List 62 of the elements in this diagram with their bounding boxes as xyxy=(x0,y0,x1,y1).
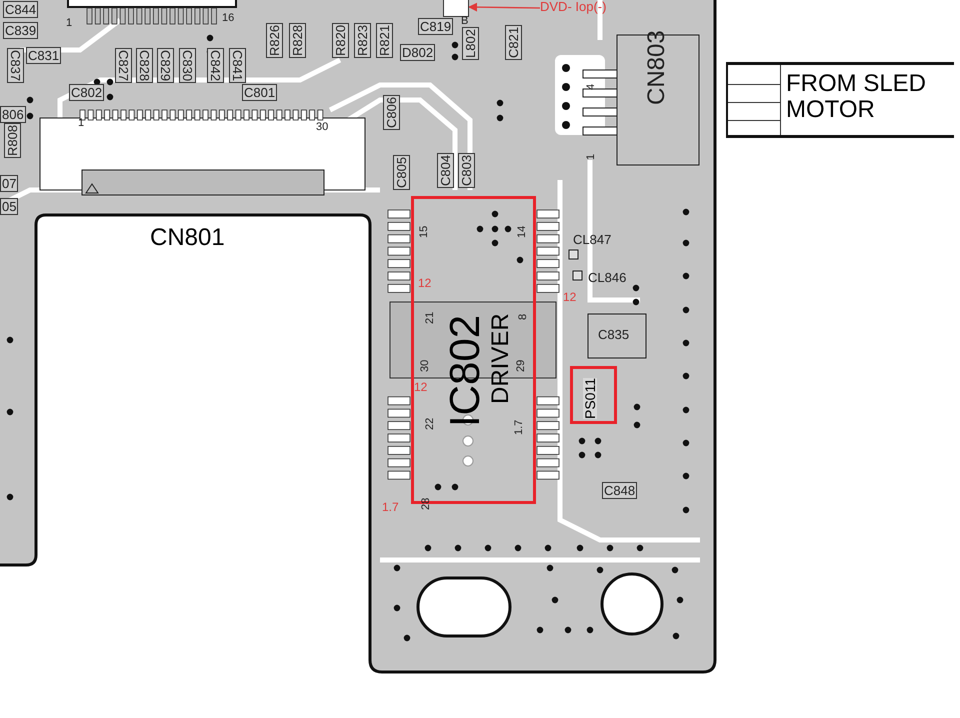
component-label: C828 xyxy=(136,48,153,84)
signal-label: DVD- Iop(-) xyxy=(540,0,700,16)
pin-number: 1 xyxy=(586,154,597,160)
connector-label: CN801 xyxy=(150,224,260,254)
component-label: C827 xyxy=(115,48,132,84)
component-label: C837 xyxy=(7,48,24,84)
voltage-label: 1.7 xyxy=(382,501,399,513)
component-label: C819 xyxy=(418,18,454,35)
voltage-label: 12 xyxy=(414,381,428,393)
pin-number: 16 xyxy=(222,13,234,24)
component-label: C801 xyxy=(242,84,278,101)
component-label: C830 xyxy=(179,48,196,84)
pin-number: 30 xyxy=(420,360,431,372)
component-label: L802 xyxy=(462,27,479,60)
component-label: C821 xyxy=(505,24,522,60)
component-label: C806 xyxy=(383,94,400,130)
pin-number: 1.7 xyxy=(514,420,525,435)
component-label: 07 xyxy=(0,175,18,192)
pin-number: B xyxy=(461,16,468,27)
component-label: CL847 xyxy=(573,233,612,246)
component-label: R808 xyxy=(4,122,21,158)
chip-name: IC802 xyxy=(444,314,486,427)
component-label: C829 xyxy=(157,48,174,84)
component-label: R826 xyxy=(266,22,283,58)
voltage-label: 12 xyxy=(563,291,576,303)
component-label: R828 xyxy=(289,22,306,58)
component-label: C848 xyxy=(602,482,638,499)
component-label: CL846 xyxy=(588,271,626,284)
component-label: D802 xyxy=(400,44,436,61)
component-label: C835 xyxy=(598,328,630,341)
connector-description: FROM SLED MOTOR xyxy=(786,71,928,124)
component-label: C841 xyxy=(229,48,246,84)
chip-function: DRIVER xyxy=(489,313,513,404)
component-label: C839 xyxy=(3,22,38,39)
component-label: C844 xyxy=(3,1,38,18)
component-label: C842 xyxy=(207,48,224,84)
pin-number: 30 xyxy=(316,122,328,133)
voltage-label: 12 xyxy=(418,277,432,289)
pin-number: 21 xyxy=(425,312,436,324)
component-outline xyxy=(443,0,469,17)
component-label: C805 xyxy=(393,154,410,190)
pin-number: 14 xyxy=(517,226,528,238)
pin-number: 28 xyxy=(421,498,432,510)
component-label: C802 xyxy=(69,84,104,101)
pin-number: 15 xyxy=(419,226,430,238)
connector-table xyxy=(726,62,954,138)
component-label: 806 xyxy=(0,106,26,123)
pin-number: 1 xyxy=(78,118,84,129)
component-label: C804 xyxy=(437,152,454,188)
component-label: C803 xyxy=(458,152,475,188)
connector-label: CN803 xyxy=(645,30,669,105)
pin-number: 29 xyxy=(516,360,527,372)
component-label: 05 xyxy=(0,198,18,215)
pin-number: 8 xyxy=(518,314,529,320)
pin-number: 22 xyxy=(425,418,436,430)
component-label: R823 xyxy=(354,22,371,58)
component-label: R820 xyxy=(332,22,349,58)
component-label: R821 xyxy=(376,22,393,58)
component-label: PS011 xyxy=(583,378,597,419)
pin-number: 1 xyxy=(66,18,72,29)
leader-line xyxy=(468,2,540,12)
component-label: C831 xyxy=(26,47,62,64)
